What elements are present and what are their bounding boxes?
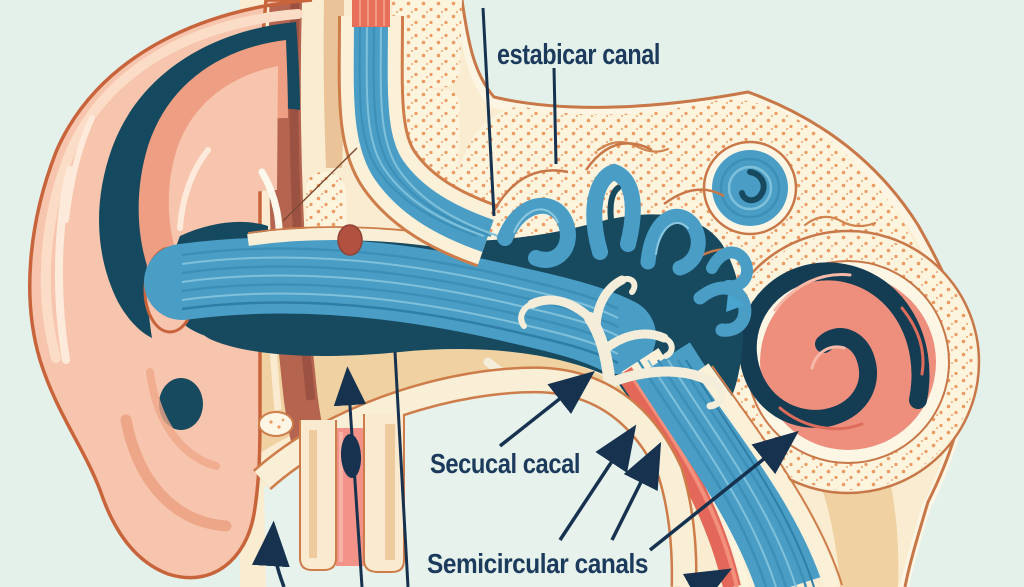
swirl-accents [513, 185, 689, 255]
label-line-top-right [552, 67, 558, 165]
swirl-curls [497, 163, 753, 337]
bone-edge-outline [460, 0, 968, 587]
arrow-d [682, 568, 732, 587]
arrow-e [498, 370, 595, 448]
arrow-a [558, 424, 637, 541]
bone-pocket-oval [258, 411, 294, 437]
lobe-shading [120, 368, 232, 532]
malleus-knob [337, 224, 363, 256]
pinna-highlight-streaks [54, 115, 211, 364]
lobe-arrow [251, 520, 290, 587]
label-secucal-cacal: Secucal cacal [430, 448, 580, 479]
up-arrow-teardrop [340, 434, 362, 478]
annotations [251, 7, 799, 587]
upper-tube [337, 0, 498, 256]
lower-canal-red-strip [616, 366, 741, 587]
arrow-b [610, 441, 662, 541]
label-estabicar-canal: estabicar canal [497, 39, 660, 71]
canal-entrance-shadow [159, 378, 203, 430]
antihelix-inner-skin [168, 66, 278, 262]
labels: estabicar canal Secucal cacal Semicircul… [427, 39, 661, 579]
label-line-top-left [481, 7, 496, 217]
superior-canal-spiral [702, 140, 798, 236]
hairline-pointer [282, 147, 358, 222]
label-line-vertical [393, 351, 410, 587]
label-semicircular-canals: Semicircular canals [427, 548, 648, 579]
up-arrow [333, 366, 367, 587]
cochlea [715, 229, 981, 495]
bone-prong-left [299, 420, 337, 571]
bone-prongs [258, 411, 405, 573]
arrow-c [648, 430, 799, 552]
bone-prong-right [363, 414, 405, 573]
cochlea-spiral-duct [738, 262, 930, 428]
pinna-rim-highlight [40, 9, 303, 363]
triangle-pointer-icon [726, 294, 745, 312]
cochlea-texture [773, 273, 925, 431]
lower-canal [616, 360, 843, 587]
cochlea-body [760, 274, 936, 450]
